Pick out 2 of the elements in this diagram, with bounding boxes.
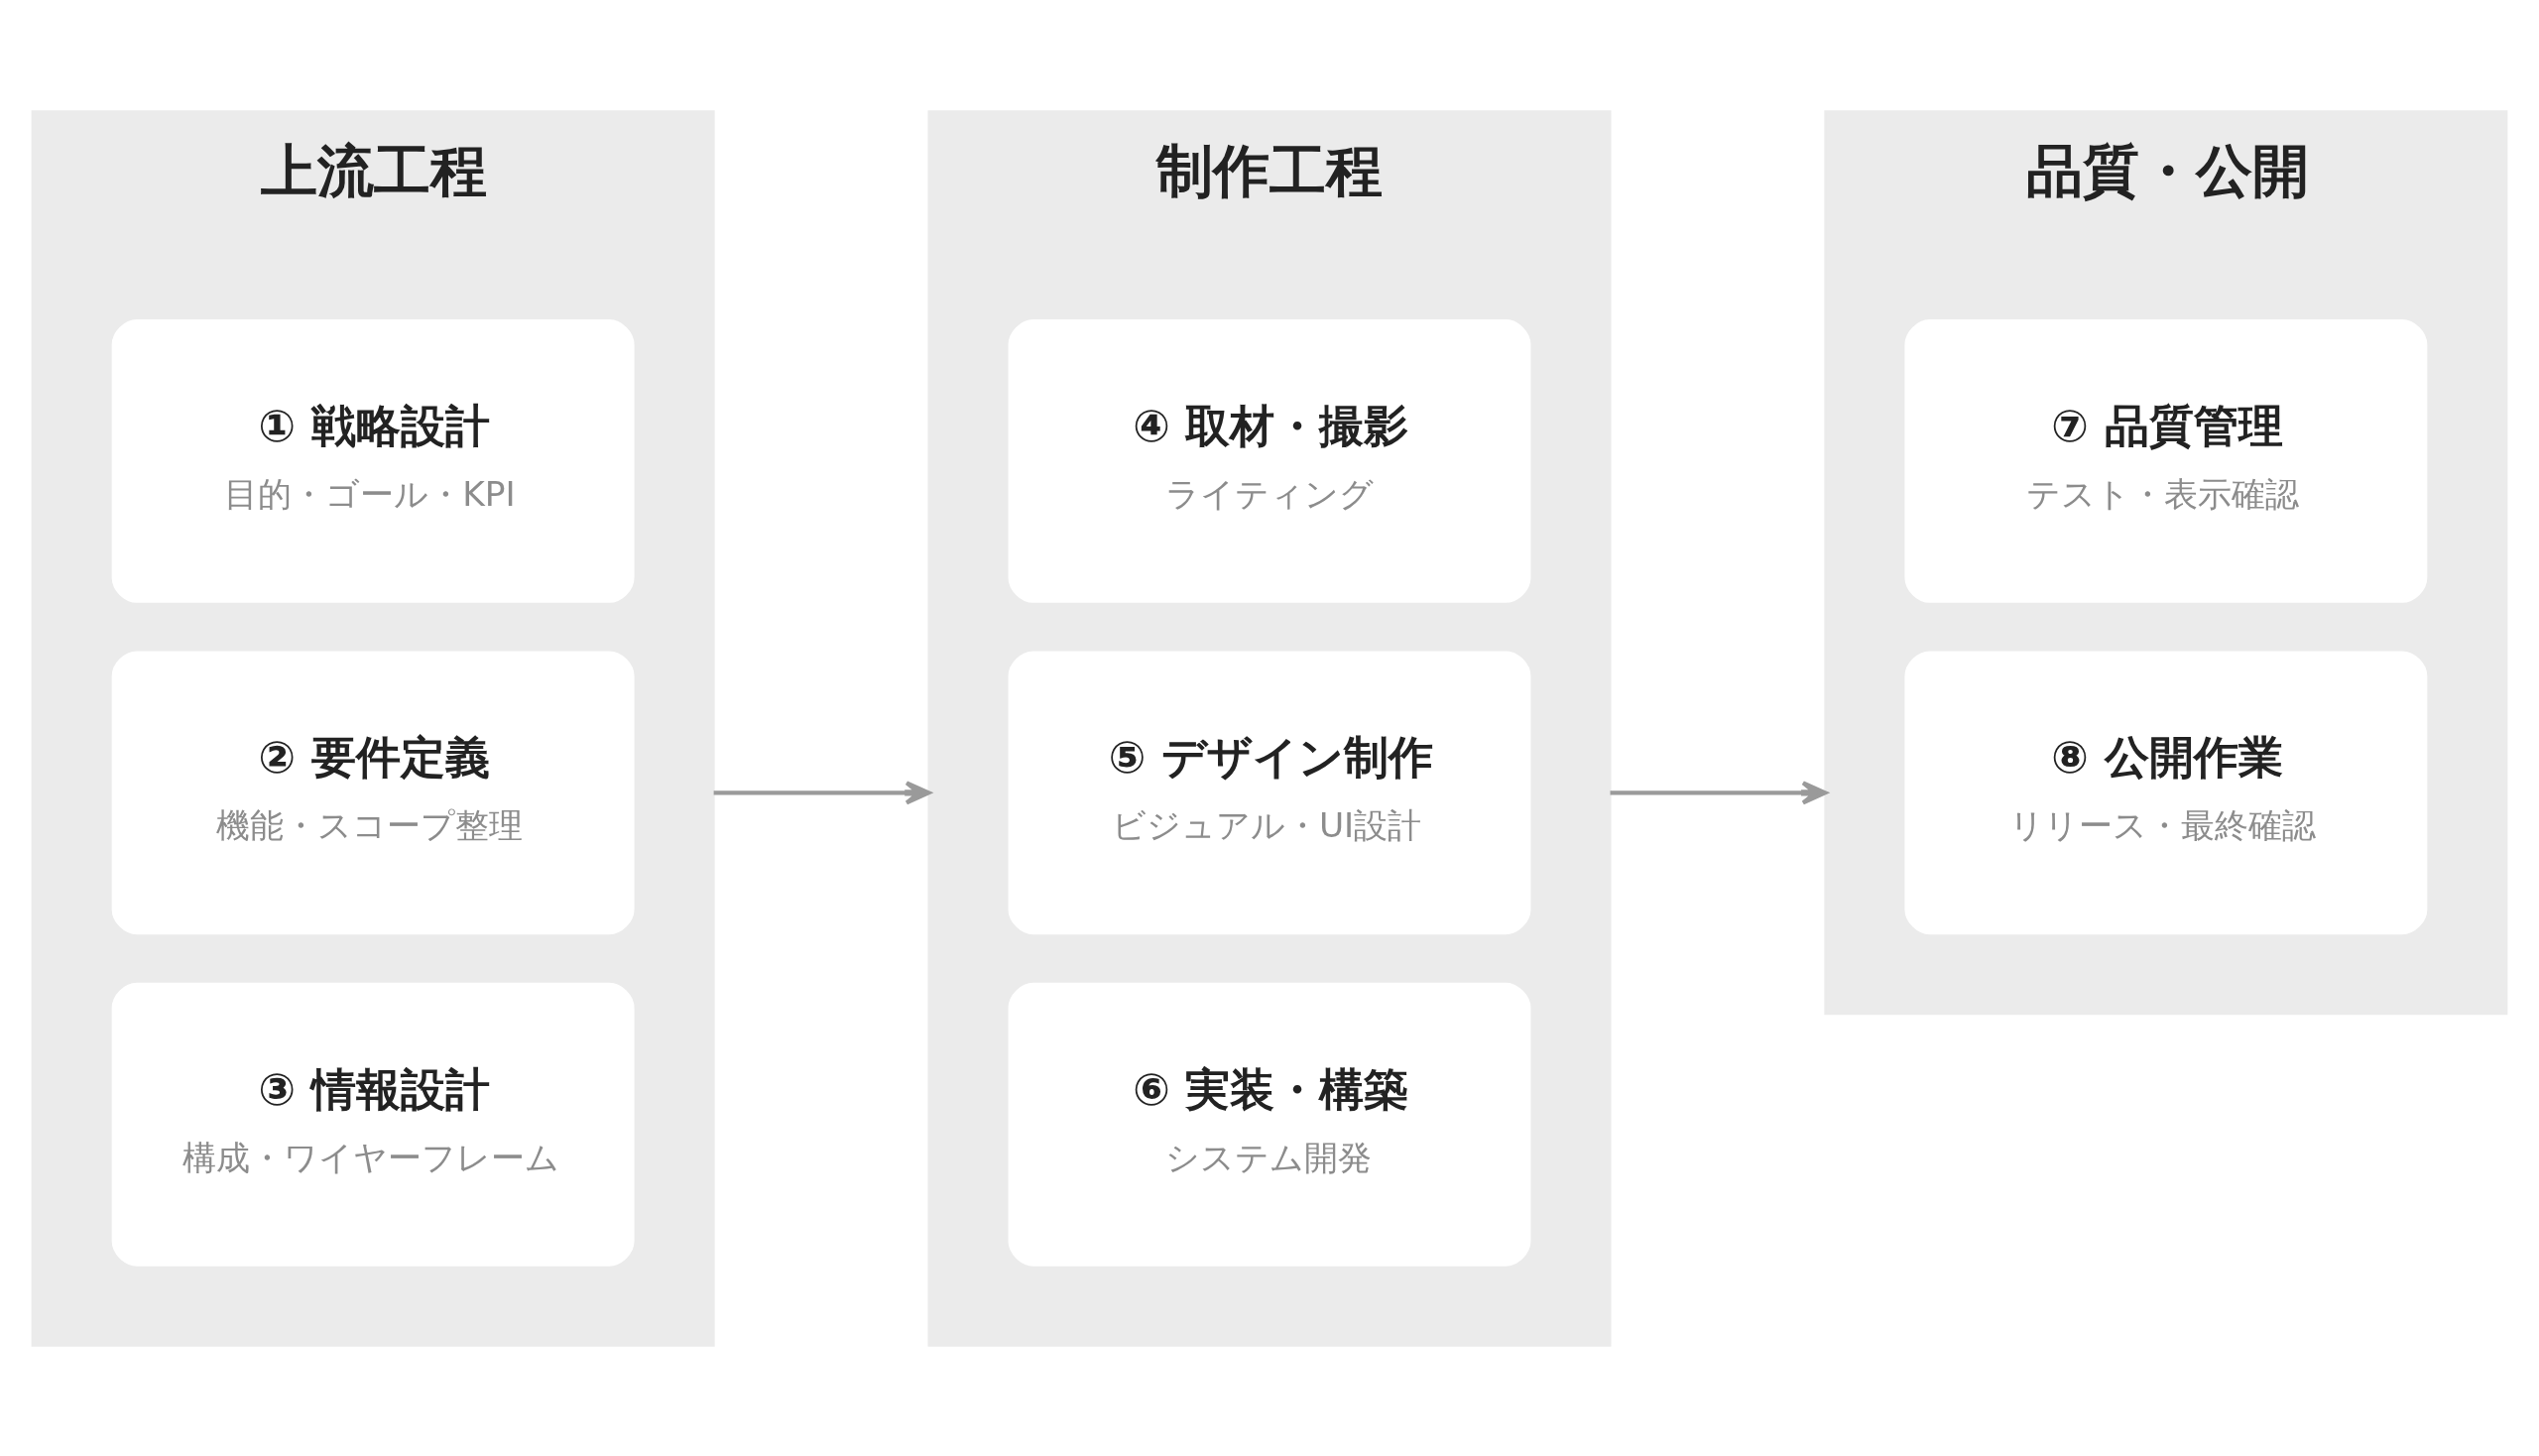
arrow bbox=[1610, 780, 1828, 804]
arrow bbox=[713, 780, 931, 804]
